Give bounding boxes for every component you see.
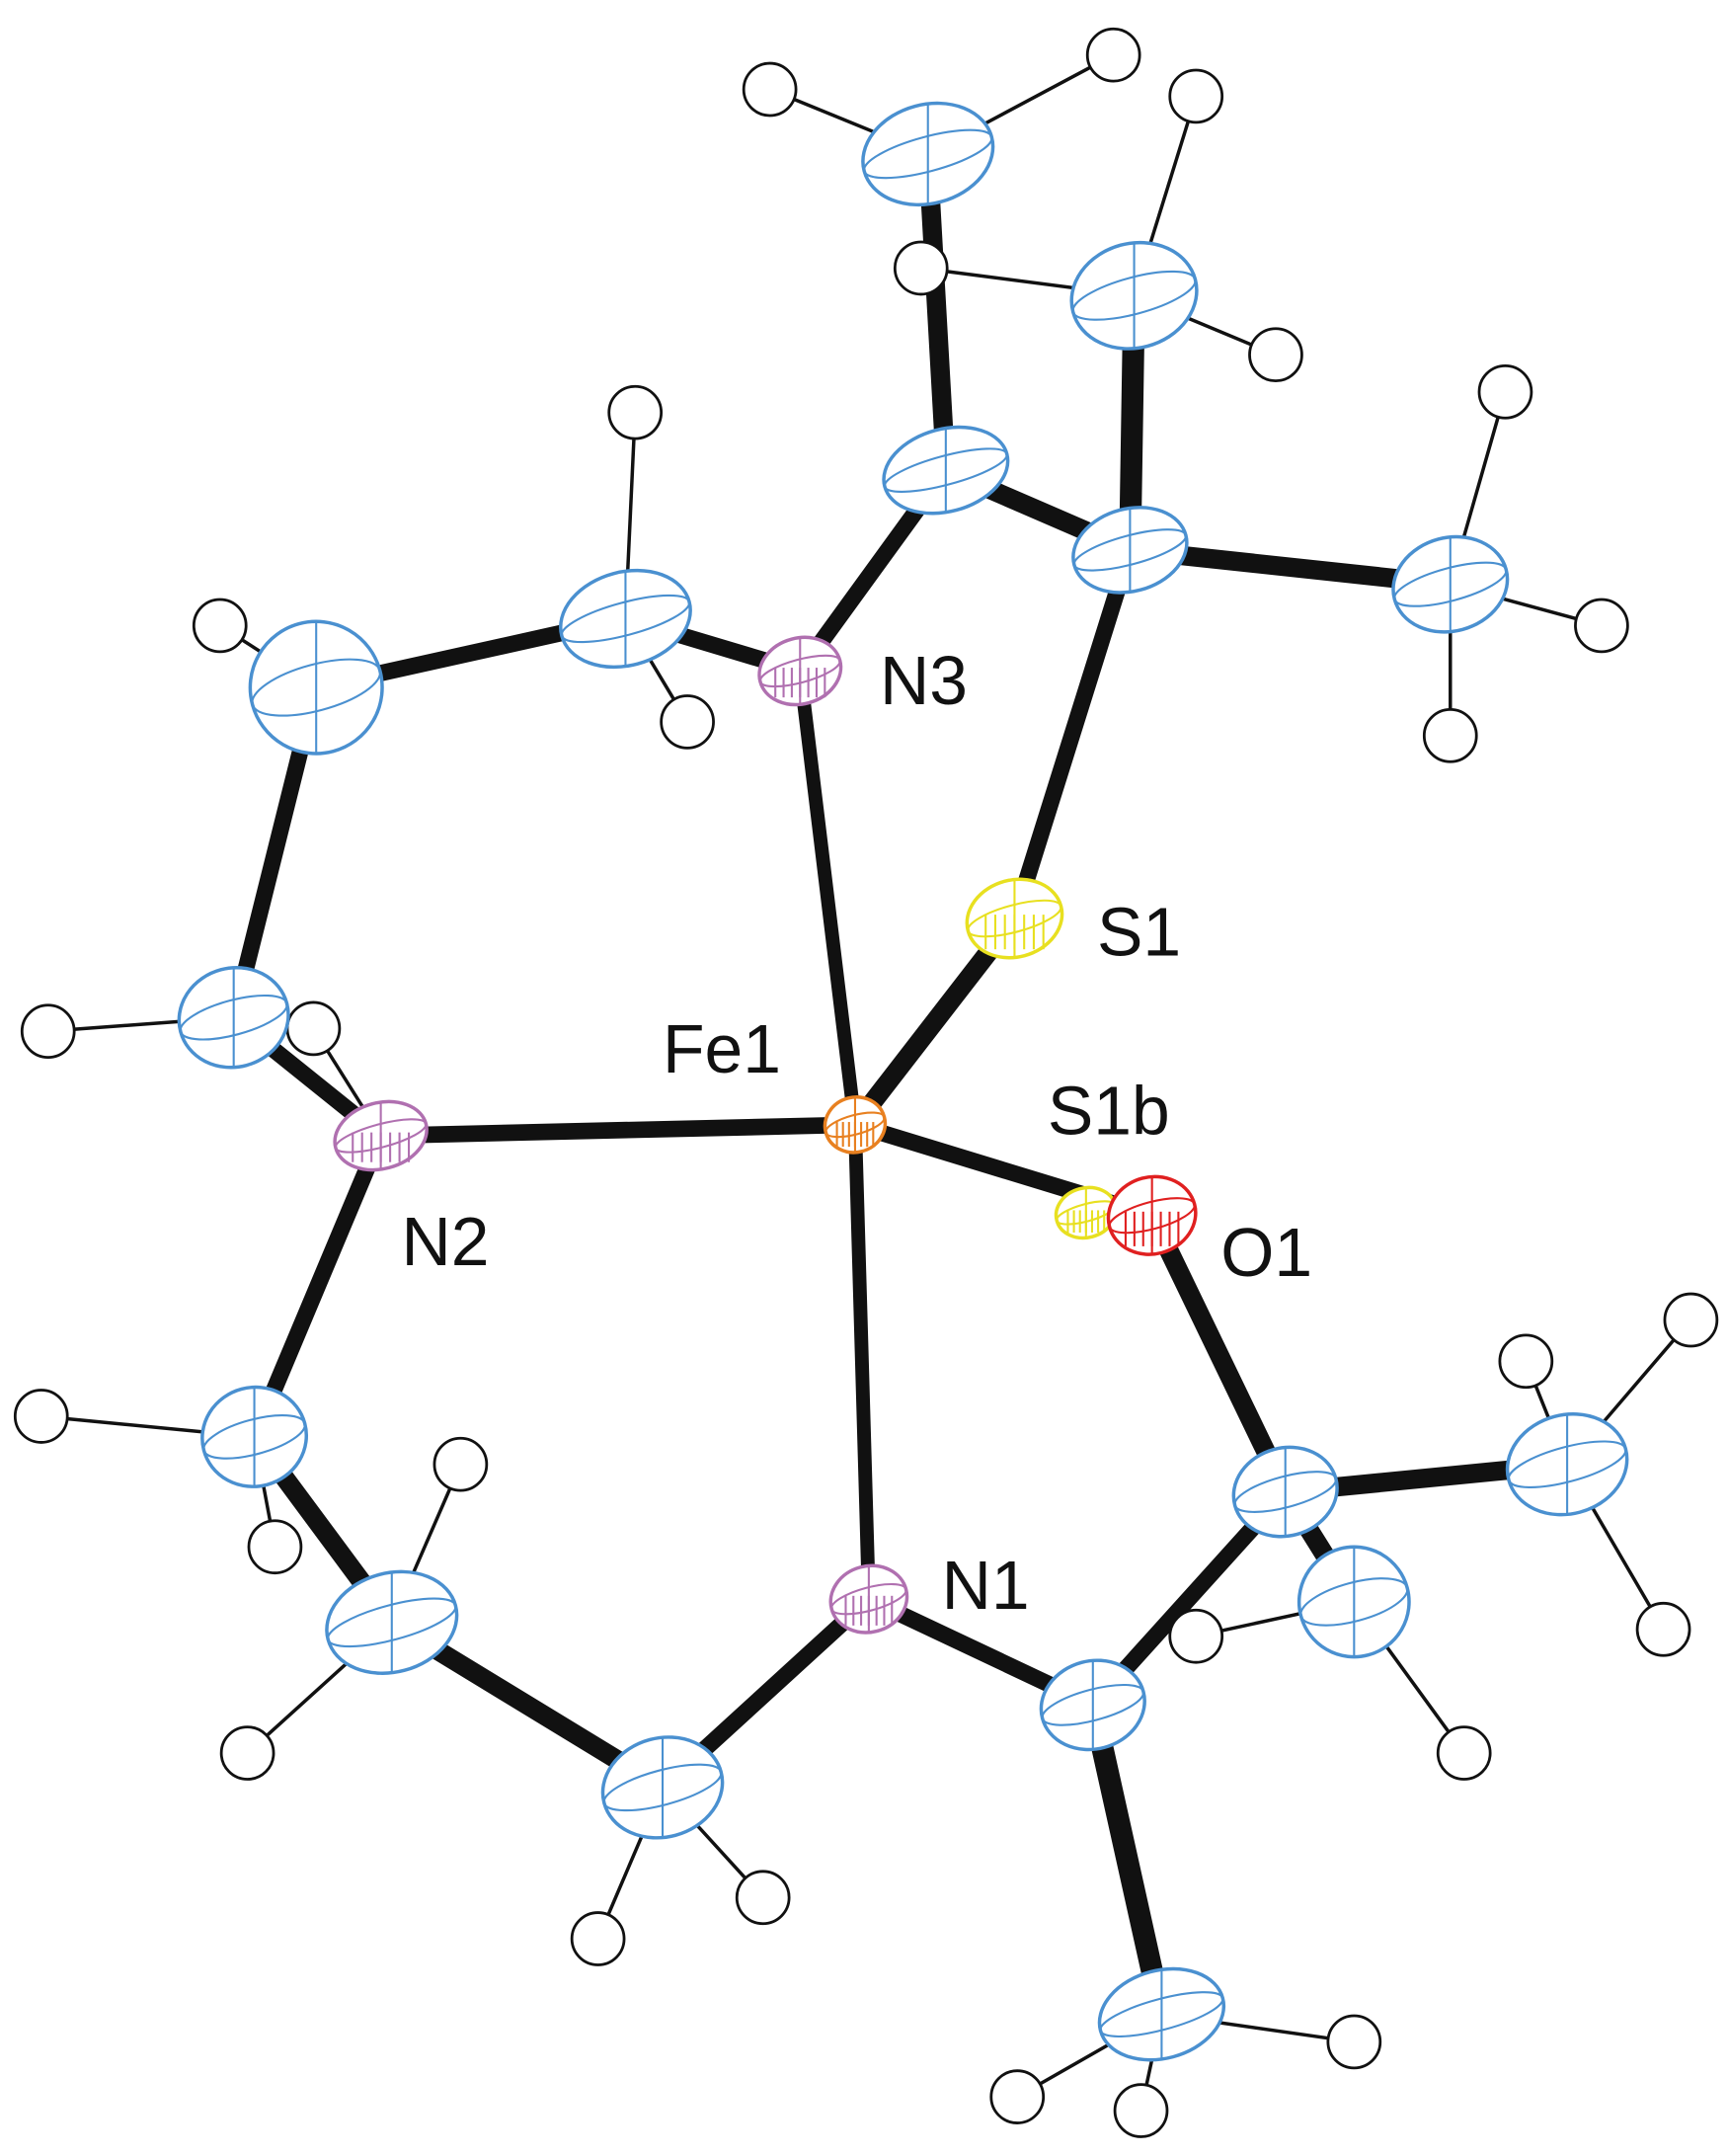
hydrogen-atom [1574, 598, 1629, 654]
hydrogen-atom [735, 1870, 791, 1926]
hydrogen-atom [432, 1436, 489, 1492]
label-o1: O1 [1220, 1214, 1312, 1291]
hydrogen-atom [20, 1003, 76, 1060]
atom-n3 [757, 635, 843, 707]
hydrogen-atom [1663, 1292, 1719, 1348]
hydrogen-atom [247, 1519, 303, 1575]
atom-o1 [1106, 1174, 1198, 1256]
hydrogen-atom [893, 240, 949, 296]
atom-co [1097, 1966, 1226, 2062]
hydrogen-atom [1326, 2014, 1382, 2070]
labels-layer: Fe1 N3 S1 S1b O1 N2 N1 [402, 642, 1313, 1624]
label-n3: N3 [880, 642, 968, 719]
atom-cc [1069, 240, 1199, 351]
bonds-layer [40, 53, 1692, 2112]
hydrogen-atom [1168, 68, 1224, 124]
atom-cn [1231, 1445, 1339, 1539]
label-n1: N1 [942, 1547, 1030, 1624]
hydrogen-atom [607, 384, 664, 440]
label-s1: S1 [1097, 894, 1181, 971]
atom-s1 [965, 877, 1064, 960]
hydrogen-atom [1477, 363, 1533, 420]
bond-Cm-Co [1081, 1694, 1173, 2026]
hydrogen-atom [1085, 27, 1141, 83]
bond-N2-Cj [246, 1127, 389, 1446]
atom-cm [1039, 1658, 1146, 1752]
bond-Cn-O1 [1141, 1205, 1296, 1502]
atom-cf [1391, 534, 1510, 634]
atom-cg [559, 568, 692, 670]
hydrogen-atom [1113, 2083, 1169, 2138]
label-n2: N2 [402, 1203, 490, 1280]
atom-ck [325, 1569, 459, 1675]
atom-n1 [828, 1563, 909, 1635]
label-fe1: Fe1 [663, 1010, 781, 1087]
atom-ch [248, 619, 384, 756]
atom-ci [177, 965, 290, 1070]
bond-Fe1-N1 [847, 1117, 876, 1607]
hydrogen-atom [1248, 327, 1303, 383]
hydrogen-atom [1168, 1608, 1224, 1664]
atoms-layer [13, 27, 1719, 2138]
hydrogen-atom [989, 2069, 1046, 2124]
atom-cq [1296, 1545, 1411, 1659]
bond-Ce-S1 [1006, 541, 1139, 927]
label-s1b: S1b [1048, 1073, 1170, 1150]
hydrogen-atom [1635, 1601, 1691, 1657]
bond-Cd-Ca [917, 144, 956, 480]
hydrogen-atom [13, 1389, 69, 1444]
atom-n2 [333, 1099, 429, 1172]
atom-cj [200, 1385, 309, 1488]
atom-cl [600, 1735, 725, 1840]
atom-ca [861, 101, 995, 207]
hydrogen-atom [1498, 1333, 1554, 1390]
hydrogen-atom [570, 1911, 626, 1966]
hydrogen-atom [1436, 1725, 1492, 1781]
atom-cd [882, 425, 1010, 516]
hydrogen-atom [1422, 707, 1478, 763]
hydrogen-atom [742, 61, 798, 118]
bond-Fe1-N3 [793, 664, 862, 1132]
atom-cp [1505, 1412, 1629, 1517]
hydrogen-atom [285, 1000, 342, 1057]
atom-fe1 [823, 1095, 888, 1155]
hydrogen-atom [660, 694, 715, 750]
hydrogen-atom [219, 1725, 275, 1781]
bond-Fe1-N2 [372, 1116, 864, 1145]
atom-ce [1071, 506, 1189, 595]
hydrogen-atom [192, 598, 248, 654]
